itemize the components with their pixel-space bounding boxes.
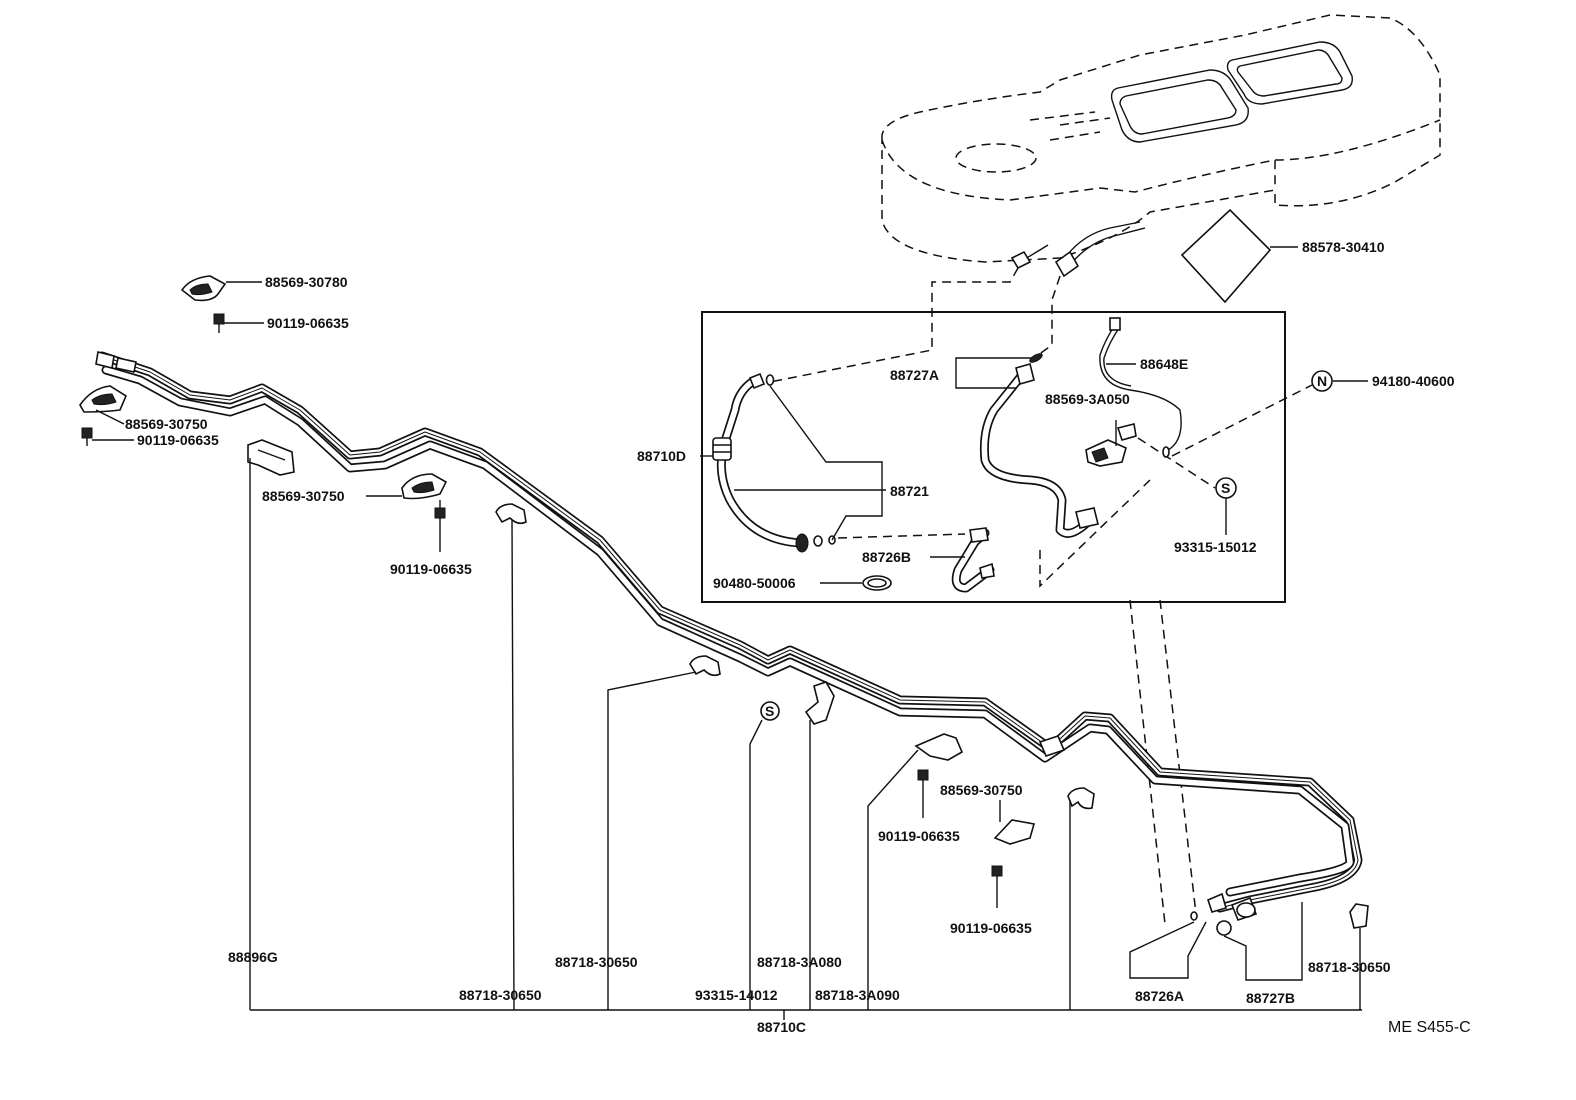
clip-88718-30650-d <box>1067 787 1095 810</box>
label-90119-mid: 90119-06635 <box>390 561 472 577</box>
seal-symbol-main <box>760 701 780 721</box>
bolt-right-a <box>917 769 929 818</box>
clamp-88569-30750-mid <box>401 473 448 500</box>
label-88569-3a050: 88569-3A050 <box>1045 391 1130 407</box>
label-88648e: 88648E <box>1140 356 1188 372</box>
label-93315-14012: 93315-14012 <box>695 987 778 1003</box>
label-88718-3a080: 88718-3A080 <box>757 954 842 970</box>
label-88569-30780: 88569-30780 <box>265 274 348 290</box>
diagram-code: ME S455-C <box>1388 1019 1471 1036</box>
clamp-88569-30780 <box>180 275 227 302</box>
insulator-pad <box>1180 208 1272 304</box>
label-88727a: 88727A <box>890 367 939 383</box>
clamp-88569-30750-left <box>79 385 128 413</box>
bolt-left <box>81 427 93 446</box>
label-88718-3a090: 88718-3A090 <box>815 987 900 1003</box>
bolt-top <box>213 313 225 333</box>
label-93315-15012: 93315-15012 <box>1174 539 1257 555</box>
tube-88726b <box>951 527 995 593</box>
label-90119-top: 90119-06635 <box>267 315 349 331</box>
label-88569-30750-left: 88569-30750 <box>125 416 208 432</box>
label-88726a: 88726A <box>1135 988 1184 1004</box>
o-ring-88726a <box>1190 911 1198 921</box>
label-88896g: 88896G <box>228 949 278 965</box>
clip-88718-30650-b <box>689 655 721 677</box>
label-88569-30750-mid: 88569-30750 <box>262 488 345 504</box>
label-88727b: 88727B <box>1246 990 1295 1006</box>
label-88569-30750-right: 88569-30750 <box>940 782 1023 798</box>
label-88578-30410: 88578-30410 <box>1302 239 1385 255</box>
detail-box <box>701 311 1286 603</box>
label-88718-30650-b: 88718-30650 <box>555 954 638 970</box>
seal-letter-main: S <box>765 703 774 719</box>
clamp-88569-30750-right <box>993 819 1036 845</box>
clip-88718-3a080 <box>804 681 835 725</box>
label-90480-50006: 90480-50006 <box>713 575 796 591</box>
label-90119-right-b: 90119-06635 <box>950 920 1032 936</box>
label-88710c: 88710C <box>757 1019 806 1035</box>
main-pipe-88710c <box>95 351 1363 921</box>
hose-88710d <box>712 372 836 553</box>
tube-88727a <box>979 353 1099 538</box>
o-ring-88727b <box>1216 920 1232 936</box>
label-90119-right-a: 90119-06635 <box>878 828 960 844</box>
bracket-88896g <box>247 439 295 476</box>
bolt-right-b <box>991 865 1003 908</box>
nut-symbol <box>1311 370 1333 392</box>
label-94180-40600: 94180-40600 <box>1372 373 1455 389</box>
seal-letter-detail: S <box>1221 480 1230 496</box>
label-88718-30650-a: 88718-30650 <box>459 987 542 1003</box>
cooling-unit-outline <box>881 14 1441 278</box>
label-88718-30650-c: 88718-30650 <box>1308 959 1391 975</box>
label-88726b: 88726B <box>862 549 911 565</box>
nut-letter: N <box>1317 373 1327 389</box>
clip-88718-30650-c <box>1349 903 1369 929</box>
label-88710d: 88710D <box>637 448 686 464</box>
label-90119-left: 90119-06635 <box>137 432 219 448</box>
thermistor-88648e <box>1099 317 1182 458</box>
bracket-88718-3a090 <box>914 733 964 761</box>
bolt-mid <box>434 500 446 552</box>
label-88721: 88721 <box>890 483 929 499</box>
clip-88718-30650-a <box>495 503 527 525</box>
clamp-88569-3a050 <box>1085 420 1137 467</box>
